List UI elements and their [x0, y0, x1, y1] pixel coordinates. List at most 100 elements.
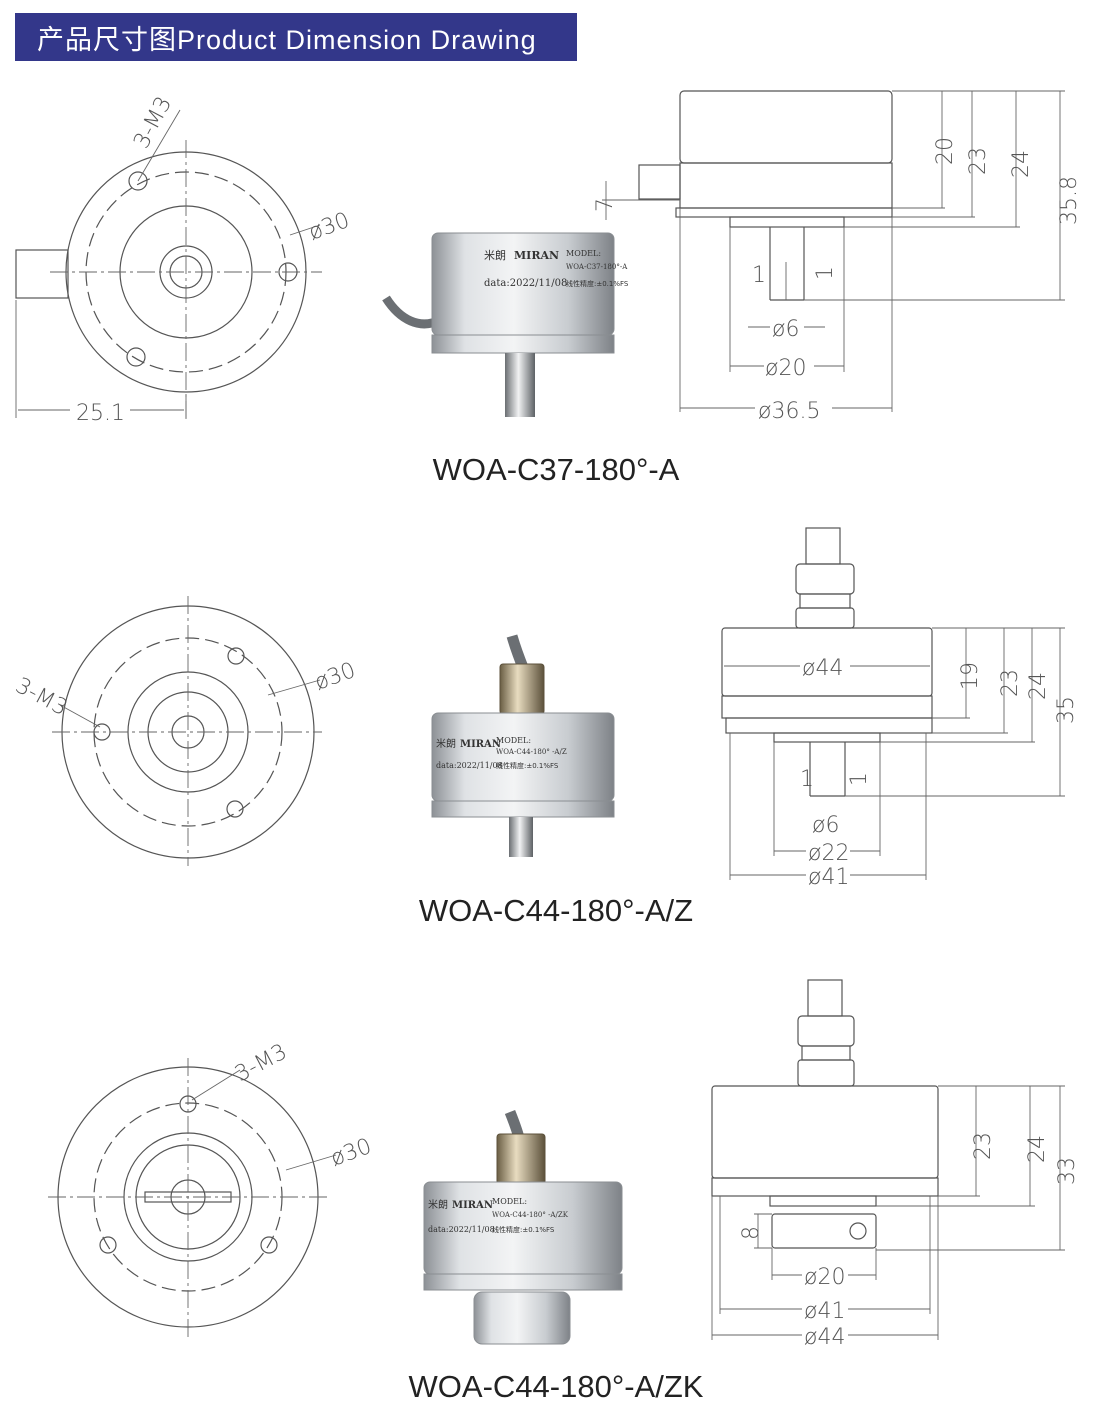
label-h3-1: 24 — [1009, 150, 1034, 178]
outer-circle-2 — [61, 605, 315, 859]
label-holes-3: 3-M3 — [231, 1039, 291, 1087]
label-body-2: ø41 — [808, 865, 849, 890]
front-view-2: 3-M3 ø30 — [11, 596, 359, 866]
gland-nut-3 — [797, 1015, 855, 1047]
boss-1 — [729, 216, 845, 228]
photo-brand-1: 米朗 — [484, 249, 506, 262]
label-top-2: ø44 — [802, 656, 843, 681]
mount-hole-2a — [227, 647, 245, 665]
leader-holes-2 — [59, 704, 101, 728]
photo-model-label-3: MODEL: — [492, 1197, 527, 1206]
gland-thread-2 — [799, 593, 851, 609]
housing-2 — [431, 712, 615, 802]
header-title: 产品尺寸图Product Dimension Drawing — [37, 24, 537, 55]
label-h1-1: 20 — [933, 137, 958, 165]
label-boss-1: ø20 — [765, 356, 806, 381]
photo-accuracy-2: 线性精度:±0.1%FS — [496, 761, 559, 770]
mount-hole-1c — [126, 347, 146, 367]
photo-model-label-1: MODEL: — [566, 249, 601, 258]
label-body-3: ø41 — [804, 1299, 845, 1324]
mount-hole-3c — [260, 1236, 278, 1254]
photo-date-2: data:2022/11/08 — [436, 761, 503, 770]
page-header: 产品尺寸图Product Dimension Drawing — [15, 13, 577, 61]
leader-pcd-3 — [285, 1154, 337, 1171]
body-top-1 — [679, 90, 893, 164]
cable-top-2 — [805, 527, 841, 565]
photo-accuracy-3: 线性精度:±0.1%FS — [492, 1225, 555, 1234]
flange-1 — [431, 334, 615, 354]
label-h4-3: 33 — [1055, 1157, 1080, 1185]
boss-2 — [773, 732, 881, 743]
photo-brand-2: 米朗 — [436, 737, 456, 750]
label-pcd-3: ø30 — [328, 1134, 376, 1172]
photo-model-text-1: WOA-C37-180°-A — [566, 263, 628, 271]
label-slot-a-1: 1 — [752, 263, 766, 288]
side-view-1: 20 23 24 35.8 7 1 1 ø6 ø20 ø36.5 — [593, 90, 1082, 424]
photo-date-1: data:2022/11/08 — [484, 278, 567, 289]
mount-hole-3a — [179, 1095, 197, 1113]
label-slot-b-2: 1 — [847, 772, 872, 786]
gland-2 — [499, 663, 545, 715]
gland-base-2 — [795, 607, 855, 629]
photo-model-label-2: MODEL: — [496, 736, 531, 745]
shaft-1 — [505, 353, 535, 417]
label-h4-1: 35.8 — [1057, 176, 1082, 225]
mount-hole-2c — [226, 800, 244, 818]
clamp-3 — [771, 1213, 877, 1249]
label-boss-3: ø20 — [804, 1265, 845, 1290]
flange-line-1 — [675, 207, 893, 218]
photo-2: 米朗 MIRAN MODEL: WOA-C44-180° -A/Z data:2… — [431, 634, 615, 857]
mount-hole-1b — [278, 262, 298, 282]
gland-3 — [496, 1133, 546, 1185]
label-width-1: 25.1 — [76, 401, 125, 426]
label-h4-2: 35 — [1054, 696, 1079, 724]
clamp-hub-3 — [473, 1291, 571, 1345]
label-hub-3: 8 — [739, 1226, 764, 1240]
cable-top-3 — [807, 979, 843, 1017]
photo-logo-3: MIRAN — [452, 1200, 493, 1211]
boss-3 — [769, 1195, 877, 1207]
photo-model-text-3: WOA-C44-180° -A/ZK — [492, 1211, 569, 1219]
mount-hole-3b — [99, 1236, 117, 1254]
label-holes-2: 3-M3 — [11, 673, 71, 721]
photo-model-text-2: WOA-C44-180° -A/Z — [496, 748, 567, 756]
label-h3-3: 24 — [1025, 1135, 1050, 1163]
shaft-2 — [509, 817, 533, 857]
label-pcd-2: ø30 — [312, 658, 360, 696]
photo-brand-3: 米朗 — [428, 1198, 448, 1211]
photo-1: 米朗 MIRAN MODEL: WOA-C37-180°-A data:2022… — [382, 232, 629, 417]
photo-3: 米朗 MIRAN MODEL: WOA-C44-180° -A/ZK data:… — [423, 1109, 623, 1345]
front-view-3: 3-M3 ø30 — [48, 1039, 375, 1338]
label-slot-b-1: 1 — [813, 266, 838, 280]
cable-stub-1 — [638, 164, 681, 200]
label-h2-3: 23 — [971, 1132, 996, 1160]
label-h2-1: 23 — [966, 147, 991, 175]
photo-logo-2: MIRAN — [460, 739, 501, 750]
label-h1-2: 19 — [958, 662, 983, 690]
flange-2 — [431, 800, 615, 818]
clamp-screw-3 — [849, 1222, 867, 1240]
mount-hole-1a — [128, 171, 148, 191]
front-view-1: 3-M3 ø30 25.1 — [15, 93, 353, 426]
label-shaft-2: ø6 — [812, 813, 839, 838]
label-top-3: ø44 — [804, 1325, 845, 1350]
body-3 — [711, 1085, 939, 1179]
flange-3 — [711, 1177, 939, 1197]
label-boss-2: ø22 — [808, 841, 849, 866]
photo-accuracy-1: 线性精度:±0.1%FS — [566, 279, 629, 288]
hub-circle-2 — [147, 691, 229, 773]
label-cable-1: 7 — [593, 198, 618, 212]
flange-2 — [725, 717, 933, 734]
gland-nut-2 — [795, 563, 855, 595]
mount-hole-2b — [93, 723, 111, 741]
label-h2-2: 23 — [998, 669, 1023, 697]
model-caption-3: WOA-C44-180°-A/ZK — [408, 1369, 704, 1404]
gland-base-3 — [797, 1059, 855, 1087]
body-bottom-2 — [721, 695, 933, 719]
leader-holes-3 — [191, 1069, 241, 1101]
cable-boss-1 — [15, 249, 69, 299]
label-h3-2: 24 — [1026, 672, 1051, 700]
label-holes-1: 3-M3 — [129, 93, 177, 153]
side-view-3: 23 24 33 8 ø20 ø41 ø44 — [711, 979, 1080, 1350]
